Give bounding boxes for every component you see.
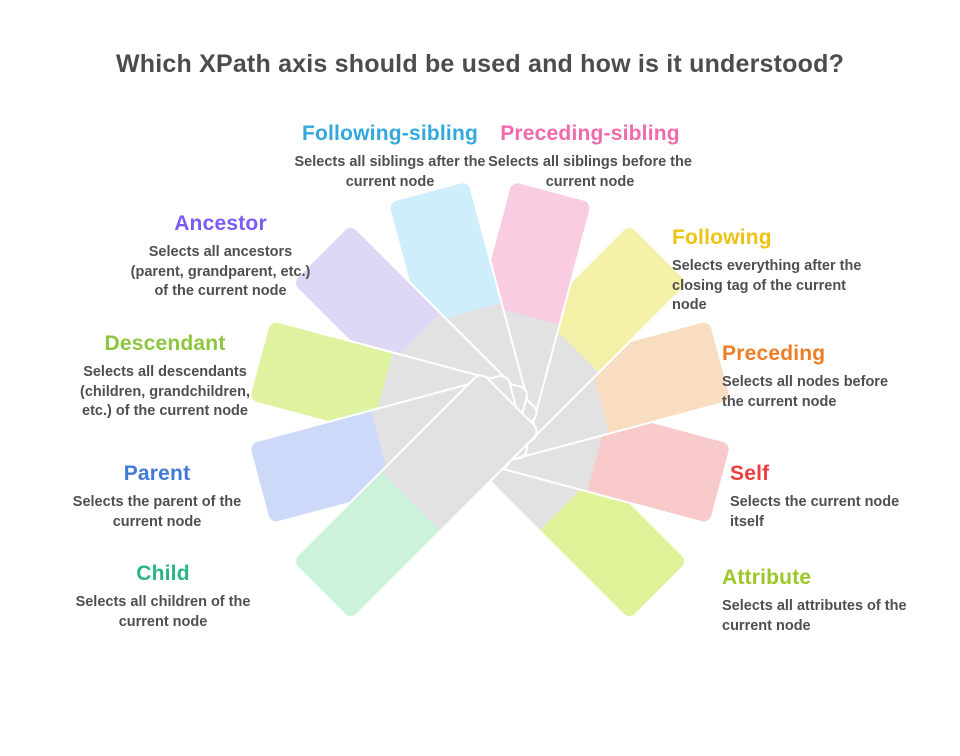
axis-following-description: Selects everything after the closing tag… bbox=[672, 258, 862, 314]
axis-following-sibling-description: Selects all siblings after the current n… bbox=[294, 154, 486, 190]
axis-ancestor: Ancestor Selects all ancestors (parent, … bbox=[128, 212, 313, 302]
axis-preceding-sibling: Preceding-sibling Selects all siblings b… bbox=[478, 122, 702, 192]
page-title: Which XPath axis should be used and how … bbox=[115, 50, 845, 78]
axis-child-heading: Child bbox=[136, 562, 190, 585]
axis-self: Self Selects the current node itself bbox=[730, 462, 905, 532]
axis-following-sibling-heading: Following-sibling bbox=[301, 122, 479, 145]
axis-parent-description: Selects the parent of the current node bbox=[72, 494, 242, 530]
axis-preceding-heading: Preceding bbox=[722, 342, 826, 365]
axis-self-description: Selects the current node itself bbox=[730, 494, 900, 530]
axis-following-sibling: Following-sibling Selects all siblings a… bbox=[278, 122, 502, 192]
axis-descendant: Descendant Selects all descendants (chil… bbox=[66, 332, 264, 422]
axis-child: Child Selects all children of the curren… bbox=[64, 562, 262, 632]
axis-parent: Parent Selects the parent of the current… bbox=[58, 462, 256, 532]
axis-preceding-sibling-heading: Preceding-sibling bbox=[500, 122, 680, 145]
axis-attribute-description: Selects all attributes of the current no… bbox=[722, 598, 907, 634]
axis-preceding-description: Selects all nodes before the current nod… bbox=[722, 374, 889, 410]
axis-child-description: Selects all children of the current node bbox=[75, 594, 251, 630]
axis-ancestor-heading: Ancestor bbox=[174, 212, 267, 235]
axis-preceding-sibling-description: Selects all siblings before the current … bbox=[488, 154, 692, 190]
axis-descendant-description: Selects all descendants (children, grand… bbox=[80, 364, 250, 420]
axis-parent-heading: Parent bbox=[123, 462, 191, 485]
axis-descendant-heading: Descendant bbox=[104, 332, 226, 355]
axis-following: Following Selects everything after the c… bbox=[672, 226, 864, 316]
axis-following-heading: Following bbox=[672, 226, 772, 249]
axis-self-heading: Self bbox=[730, 462, 770, 485]
axis-attribute-heading: Attribute bbox=[722, 566, 812, 589]
axis-ancestor-description: Selects all ancestors (parent, grandpare… bbox=[130, 244, 311, 300]
axis-preceding: Preceding Selects all nodes before the c… bbox=[722, 342, 907, 412]
axis-attribute: Attribute Selects all attributes of the … bbox=[722, 566, 907, 636]
